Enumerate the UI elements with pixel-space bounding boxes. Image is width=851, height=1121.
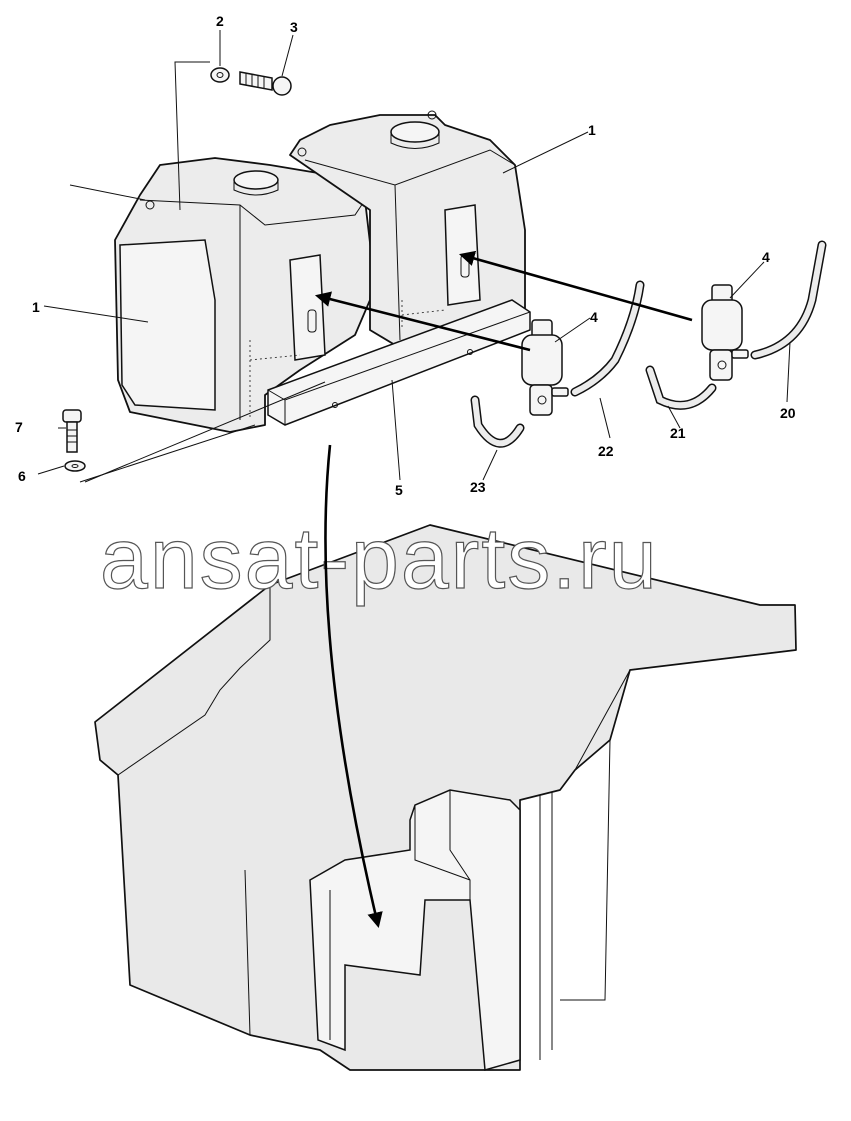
mounting-bracket — [267, 299, 531, 426]
label-7: 7 — [15, 419, 23, 435]
label-22: 22 — [598, 443, 614, 459]
label-2: 2 — [216, 13, 224, 29]
washer-pump-left — [521, 319, 569, 416]
label-21: 21 — [670, 425, 686, 441]
leader-lines — [37, 30, 791, 481]
label-23: 23 — [470, 479, 486, 495]
label-6: 6 — [18, 468, 26, 484]
bolt-3 — [239, 71, 292, 96]
label-4-right: 4 — [762, 249, 770, 265]
label-20: 20 — [780, 405, 796, 421]
assembly-lines — [79, 61, 326, 483]
assembly-arrows — [314, 250, 693, 929]
washer-6 — [64, 460, 86, 472]
callout-labels: 2 3 1 1 4 4 5 7 6 20 21 22 23 — [15, 13, 796, 498]
washer-2 — [210, 67, 230, 83]
label-1-left: 1 — [32, 299, 40, 315]
washer-pump-right — [701, 284, 749, 381]
label-1-right: 1 — [588, 122, 596, 138]
washer-tank-right — [289, 110, 526, 361]
watermark-text: ansat-parts.ru — [100, 511, 659, 607]
washer-tank-left — [114, 157, 373, 433]
label-4-left: 4 — [590, 309, 598, 325]
label-3: 3 — [290, 19, 298, 35]
label-5: 5 — [395, 482, 403, 498]
bolt-7 — [62, 409, 82, 453]
